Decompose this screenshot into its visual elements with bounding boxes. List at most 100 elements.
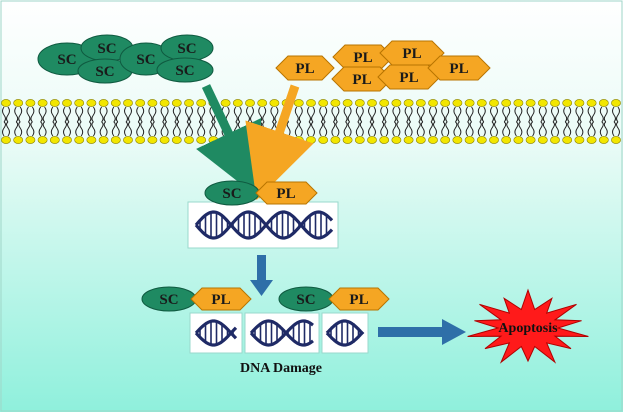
lipid-tail [579, 121, 584, 137]
lipid-tail [38, 121, 43, 137]
lipid-tail [355, 121, 360, 137]
lipid-tail [343, 121, 348, 137]
lipid-tail [30, 121, 35, 137]
lipid-tail [128, 106, 132, 123]
lipid-tail [26, 106, 31, 123]
lipid-tail [457, 106, 462, 123]
pl-entry-arrow [245, 84, 314, 201]
lipid-head [245, 136, 255, 144]
lipid-tail [481, 121, 486, 137]
lipid-head [501, 136, 512, 144]
lipid-tail [518, 121, 523, 137]
lipid-head [562, 136, 573, 144]
dna-fragment-icon [325, 319, 365, 347]
lipid-tail [323, 106, 328, 123]
lipid-tail [465, 106, 470, 123]
lipid-head [74, 136, 85, 144]
lipid-head [513, 99, 524, 107]
sc-molecule: SC [204, 180, 260, 206]
lipid-tail [490, 106, 494, 123]
lipid-head [476, 136, 487, 144]
lipid-head [611, 136, 621, 144]
lipid-tail [404, 106, 409, 123]
lipid-head [1, 136, 11, 144]
lipid-head [379, 136, 390, 144]
lipid-tail [612, 106, 616, 123]
lipid-tail [75, 106, 80, 123]
lipid-tail [538, 106, 543, 123]
lipid-tail [99, 121, 104, 137]
lipid-head [550, 99, 560, 107]
lipid-tail [91, 121, 96, 137]
dna-strand [194, 326, 238, 347]
lipid-tail [469, 121, 474, 137]
sc-molecule: SC [141, 286, 197, 312]
lipid-tail [152, 121, 157, 137]
lipid-head [367, 136, 377, 144]
lipid-tail [274, 106, 279, 123]
sc-label: SC [57, 52, 76, 68]
lipid-tail [599, 106, 604, 123]
down-arrow [250, 255, 273, 296]
lipid-tail [189, 106, 193, 123]
lipid-tail [176, 106, 181, 123]
lipid-tail [347, 106, 352, 123]
lipid-tail [111, 121, 116, 137]
starburst-icon [467, 288, 589, 364]
lipid-head [562, 99, 573, 107]
lipid-tail [63, 106, 67, 123]
lipid-head [306, 136, 316, 144]
sc-label: SC [159, 292, 178, 308]
lipid-tail [575, 106, 580, 123]
lipid-tail [502, 106, 507, 123]
lipid-head [293, 99, 304, 107]
lipid-head [49, 136, 60, 144]
lipid-head [537, 136, 548, 144]
lipid-head [184, 99, 194, 107]
pl-molecule: PL [427, 55, 491, 81]
lipid-tail [445, 106, 450, 123]
lipid-tail [99, 106, 104, 123]
lipid-head [403, 99, 414, 107]
lipid-head [415, 136, 426, 144]
lipid-tail [111, 106, 116, 123]
lipid-tail [416, 121, 421, 137]
lipid-tail [514, 106, 519, 123]
lipid-tail [67, 106, 71, 123]
lipid-head [62, 136, 72, 144]
lipid-head [342, 136, 353, 144]
lipid-tail [567, 121, 572, 137]
lipid-head [330, 99, 341, 107]
lipid-tail [392, 121, 397, 137]
lipid-tail [555, 121, 559, 137]
lipid-tail [429, 121, 433, 137]
dna-panel [187, 201, 339, 249]
sc-molecule: SC [160, 34, 214, 62]
dna-fragment-icon [194, 319, 238, 347]
lipid-tail [14, 106, 19, 123]
lipid-tail [262, 106, 267, 123]
lipid-head [489, 99, 499, 107]
lipid-tail [490, 121, 494, 137]
lipid-head [62, 99, 72, 107]
lipid-tail [526, 106, 531, 123]
lipid-head [464, 99, 475, 107]
lipid-tail [359, 106, 364, 123]
lipid-tail [494, 106, 498, 123]
pl-label: PL [211, 292, 230, 308]
lipid-head [208, 136, 219, 144]
lipid-head [318, 136, 329, 144]
lipid-tail [481, 106, 486, 123]
lipid-head [598, 99, 609, 107]
lipid-tail [555, 106, 559, 123]
dna-strand [325, 330, 365, 347]
lipid-tail [152, 106, 157, 123]
lipid-tail [477, 106, 482, 123]
lipid-head [281, 136, 292, 144]
lipid-tail [542, 106, 547, 123]
lipid-tail [307, 106, 311, 123]
lipid-tail [140, 106, 145, 123]
lipid-head [110, 99, 121, 107]
lipid-tail [136, 106, 141, 123]
lipid-tail [587, 121, 592, 137]
